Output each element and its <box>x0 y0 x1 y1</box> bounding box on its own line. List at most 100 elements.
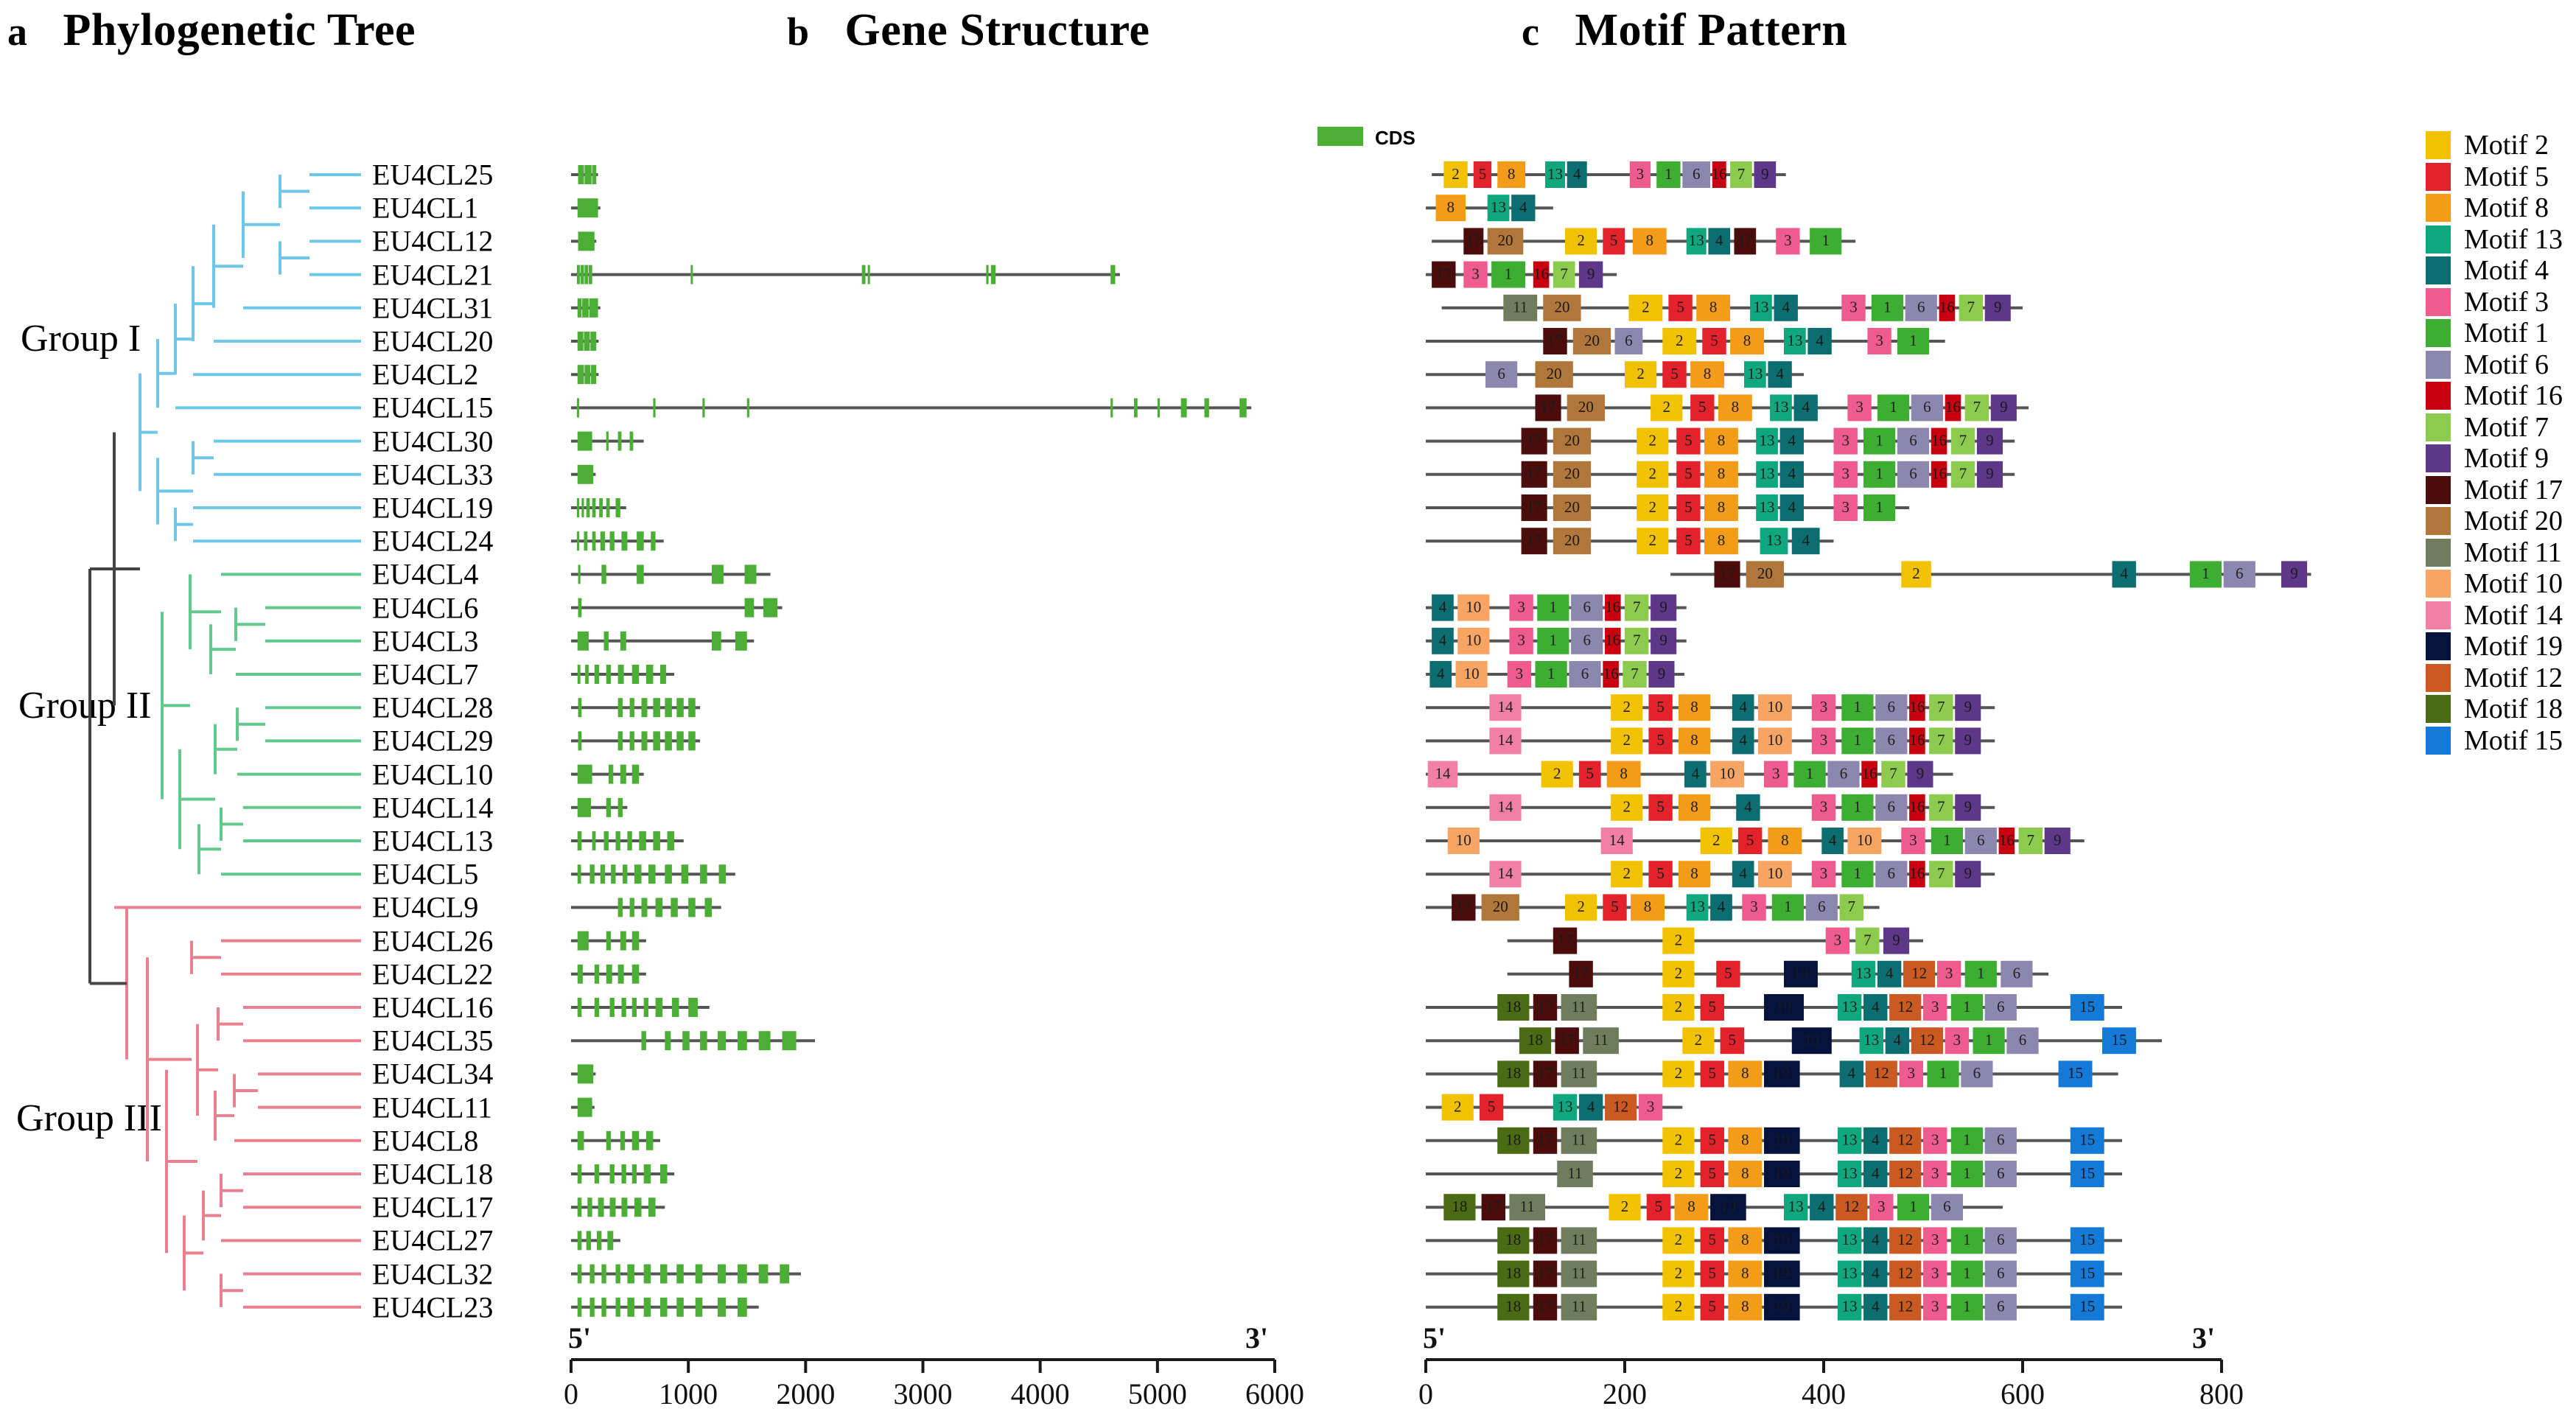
motif-box-17 <box>1521 461 1547 488</box>
motif-box-label: 13 <box>1558 1097 1573 1115</box>
motif-box-label: 6 <box>1818 898 1826 915</box>
cds-exon <box>577 1297 582 1317</box>
motif-box-11 <box>1561 1293 1597 1321</box>
motif-box-16 <box>1861 761 1877 788</box>
motif-box-3 <box>1764 761 1788 788</box>
motif-legend-label: Motif 7 <box>2464 411 2549 443</box>
motif-box-label: 5 <box>1724 965 1732 982</box>
motif-box-label: 17 <box>1547 332 1563 349</box>
motif-box-17 <box>1734 228 1757 255</box>
motif-box-7 <box>1730 161 1752 188</box>
motif-box-label: 1 <box>1875 431 1883 449</box>
cds-exon <box>580 265 584 284</box>
motif-box-label: 1 <box>1939 1064 1947 1082</box>
motif-box-label: 17 <box>1737 231 1753 249</box>
cds-exon <box>681 864 689 884</box>
cds-exon <box>738 1031 747 1051</box>
motif-box-6 <box>1805 894 1838 921</box>
motif-box-label: 16 <box>1712 165 1727 183</box>
motif-box-6 <box>1569 661 1601 688</box>
motif-box-label: 6 <box>1997 1164 2005 1182</box>
motif-box-20 <box>1553 528 1592 555</box>
motif-box-label: 12 <box>1897 1298 1913 1315</box>
leaf-label-eu4cl5: EU4CL5 <box>372 857 479 891</box>
cds-exon <box>584 332 590 351</box>
motif-box-15 <box>2070 1293 2104 1321</box>
leaf-label-eu4cl13: EU4CL13 <box>372 824 494 858</box>
cds-exon <box>758 1031 771 1051</box>
cds-exon <box>577 665 581 684</box>
cds-exon <box>577 365 584 385</box>
motif-box-9 <box>1955 727 1981 755</box>
motif-box-12 <box>1889 1227 1922 1254</box>
motif-box-7 <box>1929 861 1953 888</box>
motif-box-8 <box>1678 694 1711 721</box>
motif-box-5 <box>1676 528 1701 555</box>
motif-box-label: 4 <box>1802 531 1810 549</box>
motif-box-2 <box>1611 861 1643 888</box>
motif-box-12 <box>1889 994 1922 1021</box>
motif-box-5 <box>1700 1060 1724 1088</box>
motif-box-3 <box>1923 1260 1947 1287</box>
motif-box-label: 13 <box>1760 498 1775 516</box>
motif-box-label: 6 <box>1997 1131 2005 1149</box>
motif-box-label: 16 <box>1605 598 1620 615</box>
gene-axis-tick-label: 1000 <box>659 1377 718 1409</box>
motif-box-2 <box>1662 994 1695 1021</box>
motif-box-label: 1 <box>1943 831 1951 849</box>
motif-legend-item: Motif 2 <box>2426 130 2563 161</box>
motif-box-label: 1 <box>1854 864 1862 882</box>
motif-box-label: 13 <box>1760 465 1775 483</box>
cds-exon <box>620 1130 626 1150</box>
motif-box-14 <box>1489 727 1522 755</box>
motif-legend-item: Motif 20 <box>2426 506 2563 537</box>
cds-exon <box>695 1297 703 1317</box>
cds-exon <box>667 831 675 850</box>
motif-box-7 <box>1950 461 1975 488</box>
cds-exon <box>599 498 603 517</box>
motif-box-label: 17 <box>1538 1298 1553 1315</box>
cds-exon <box>665 731 672 751</box>
motif-box-5 <box>1737 828 1763 854</box>
motif-box-4 <box>1885 1027 1910 1055</box>
motif-legend-label: Motif 15 <box>2464 724 2563 756</box>
motif-box-13 <box>1756 494 1778 521</box>
cds-exon <box>609 1164 615 1184</box>
cds-exon <box>577 964 583 984</box>
motif-box-3 <box>1825 927 1850 954</box>
motif-box-label: 1 <box>1550 632 1558 649</box>
motif-box-label: 2 <box>1452 165 1460 183</box>
motif-box-4 <box>1710 894 1732 921</box>
motif-legend-swatch <box>2426 350 2451 379</box>
motif-box-6 <box>1682 161 1711 188</box>
motif-box-3 <box>1742 894 1766 921</box>
motif-box-label: 2 <box>1637 365 1645 382</box>
motif-box-3 <box>1901 828 1925 854</box>
motif-box-label: 6 <box>1997 1264 2005 1282</box>
cds-exon <box>629 698 634 718</box>
motif-box-label: 16 <box>1909 798 1925 816</box>
motif-legend-swatch <box>2426 131 2451 160</box>
motif-legend-label: Motif 18 <box>2464 693 2563 725</box>
motif-box-label: 1 <box>1875 498 1883 516</box>
motif-box-label: 8 <box>1508 165 1516 183</box>
motif-box-9 <box>1883 927 1910 954</box>
motif-box-label: 10 <box>1466 598 1481 615</box>
motif-box-7 <box>1959 294 1983 321</box>
motif-box-19 <box>1710 1194 1746 1221</box>
motif-box-label: 9 <box>1964 798 1973 816</box>
motif-box-label: 8 <box>1447 198 1455 216</box>
motif-box-2 <box>1637 427 1669 455</box>
motif-box-label: 2 <box>1649 431 1657 449</box>
leaf-label-eu4cl32: EU4CL32 <box>372 1257 494 1291</box>
motif-box-label: 16 <box>1909 731 1925 749</box>
motif-box-label: 13 <box>1842 1131 1858 1149</box>
motif-legend-label: Motif 6 <box>2464 349 2549 380</box>
motif-legend-item: Motif 9 <box>2426 443 2563 475</box>
cds-exon <box>631 931 640 951</box>
motif-box-label: 8 <box>1690 798 1698 816</box>
motif-box-11 <box>1509 1194 1545 1221</box>
motif-box-label: 13 <box>1689 231 1704 249</box>
motif-box-label: 15 <box>2079 998 2095 1015</box>
motif-box-label: 4 <box>1872 1298 1880 1315</box>
